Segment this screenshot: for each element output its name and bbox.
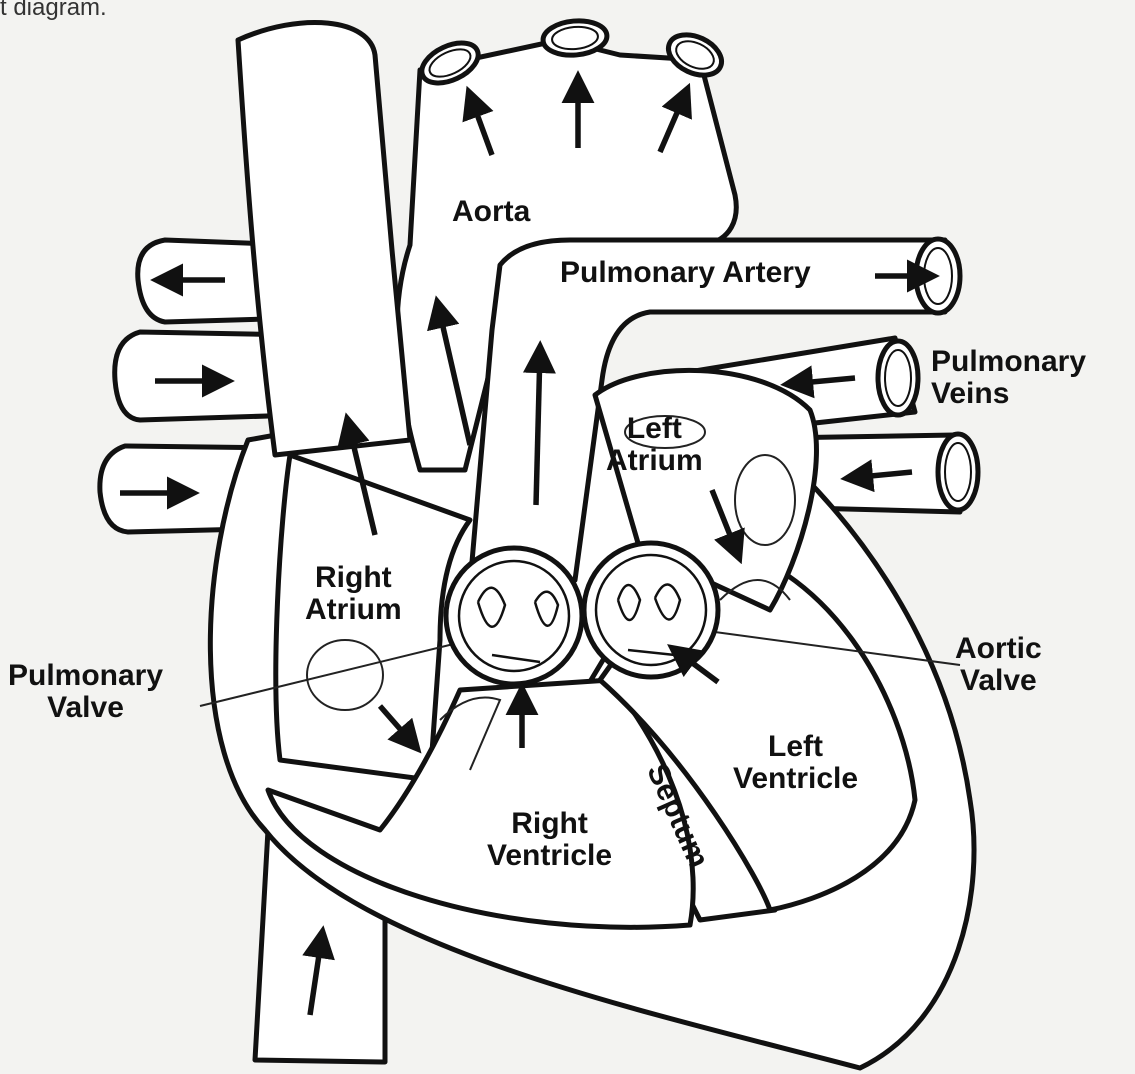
label-pulmonary-artery: Pulmonary Artery: [560, 257, 811, 289]
label-pulmonary-valve: Pulmonary Valve: [8, 660, 163, 725]
label-left-ventricle: Left Ventricle: [733, 731, 858, 796]
label-right-atrium: Right Atrium: [305, 562, 402, 627]
label-aorta: Aorta: [452, 196, 530, 228]
pulmonary-valve-ring: [446, 548, 582, 684]
label-aortic-valve: Aortic Valve: [955, 633, 1042, 698]
aortic-valve-ring: [584, 543, 718, 677]
label-pulmonary-veins: Pulmonary Veins: [931, 346, 1086, 411]
label-right-ventricle: Right Ventricle: [487, 808, 612, 873]
label-left-atrium: Left Atrium: [606, 413, 703, 478]
